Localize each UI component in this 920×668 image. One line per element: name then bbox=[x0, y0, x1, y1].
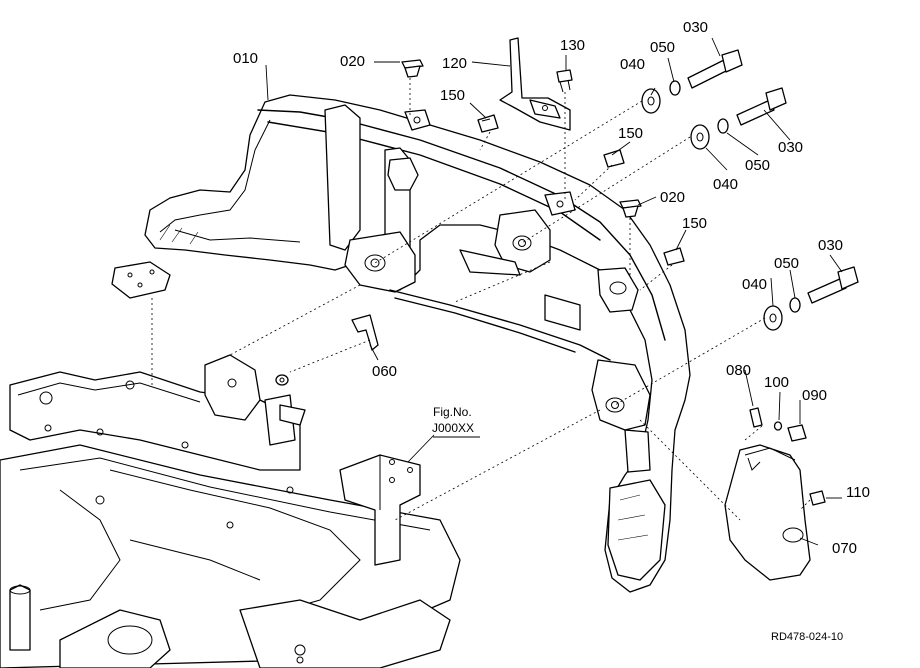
bolt-150-a bbox=[477, 114, 499, 133]
lockwasher-050-b bbox=[717, 118, 729, 134]
washer-100 bbox=[773, 421, 783, 431]
label-050-c: 050 bbox=[774, 255, 799, 272]
fig-reference: J000XX bbox=[432, 421, 474, 435]
bolt-150-c bbox=[663, 247, 685, 266]
part-labels: 010 020 120 130 150 040 050 030 150 030 … bbox=[233, 19, 870, 643]
label-060: 060 bbox=[372, 363, 397, 380]
label-150-b: 150 bbox=[618, 125, 643, 142]
bolt-090 bbox=[787, 424, 807, 442]
label-120: 120 bbox=[442, 55, 467, 72]
drawing-reference: RD478-024-10 bbox=[771, 631, 843, 643]
bolt-030-a bbox=[687, 49, 743, 89]
label-030-c: 030 bbox=[818, 237, 843, 254]
label-010: 010 bbox=[233, 50, 258, 67]
label-030-a: 030 bbox=[683, 19, 708, 36]
plug-020-right bbox=[619, 199, 642, 218]
label-150-a: 150 bbox=[440, 87, 465, 104]
label-070: 070 bbox=[832, 540, 857, 557]
label-130: 130 bbox=[560, 37, 585, 54]
bracket-120 bbox=[499, 37, 571, 131]
label-090: 090 bbox=[802, 387, 827, 404]
label-100: 100 bbox=[764, 374, 789, 391]
label-040-c: 040 bbox=[742, 276, 767, 293]
label-080: 080 bbox=[726, 362, 751, 379]
leader-lines bbox=[151, 37, 843, 546]
clip-080 bbox=[749, 407, 763, 428]
label-040-b: 040 bbox=[713, 176, 738, 193]
chassis-frame bbox=[0, 354, 461, 668]
label-040-a: 040 bbox=[620, 56, 645, 73]
stud-130 bbox=[556, 69, 573, 93]
label-150-c: 150 bbox=[682, 215, 707, 232]
lockwasher-050-c bbox=[789, 297, 801, 313]
lockwasher-050-a bbox=[669, 80, 681, 96]
label-030-b: 030 bbox=[778, 139, 803, 156]
washer-040-b bbox=[690, 124, 710, 150]
front-frame-010 bbox=[144, 94, 691, 593]
bolt-030-c bbox=[807, 266, 859, 304]
label-020-top: 020 bbox=[340, 53, 365, 70]
cover-070 bbox=[724, 444, 811, 581]
bolt-110 bbox=[809, 490, 826, 506]
label-050-b: 050 bbox=[745, 157, 770, 174]
washer-040-c bbox=[763, 305, 783, 331]
bolt-030-b bbox=[736, 87, 787, 126]
label-020-right: 020 bbox=[660, 189, 685, 206]
bolt-150-b bbox=[603, 149, 625, 168]
label-050-a: 050 bbox=[650, 39, 675, 56]
washer-040-a bbox=[641, 88, 661, 114]
mount-pad bbox=[111, 261, 171, 299]
label-110: 110 bbox=[846, 484, 870, 501]
clip-060 bbox=[351, 314, 379, 351]
fig-number-label: Fig.No. bbox=[433, 405, 472, 419]
plug-020-top bbox=[401, 59, 424, 78]
